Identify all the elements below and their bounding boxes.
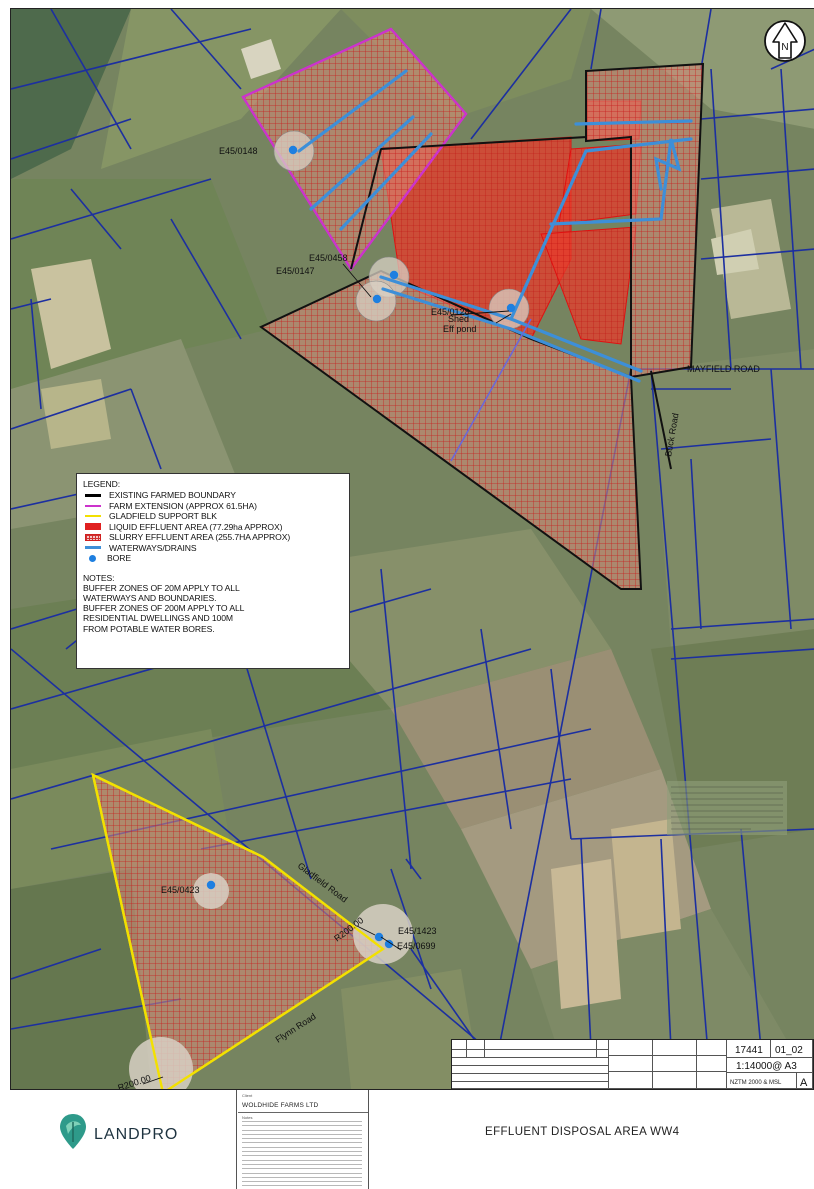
legend-item-gladfield-support: GLADFIELD SUPPORT BLK	[83, 511, 343, 522]
legend-item-bore: BORE	[83, 553, 343, 564]
legend-label: EXISTING FARMED BOUNDARY	[109, 490, 236, 500]
black-line-swatch	[85, 493, 101, 497]
notes-label: Notes	[242, 1115, 253, 1120]
road-label-mayfield: MAYFIELD ROAD	[687, 364, 760, 374]
north-arrow-icon: N	[762, 18, 808, 64]
revision: A	[800, 1077, 808, 1089]
landpro-logo-icon	[60, 1114, 86, 1149]
bore-label: E45/0458	[309, 253, 348, 263]
drawing-title: EFFLUENT DISPOSAL AREA WW4	[485, 1126, 680, 1138]
legend-item-existing-boundary: EXISTING FARMED BOUNDARY	[83, 490, 343, 501]
legend-label: SLURRY EFFLUENT AREA (255.7HA APPROX)	[109, 532, 291, 542]
legend: LEGEND: EXISTING FARMED BOUNDARY FARM EX…	[76, 473, 350, 669]
magenta-line-swatch	[85, 504, 101, 507]
job-number: 17441	[735, 1045, 763, 1056]
bore-label: E45/0128	[431, 307, 470, 317]
bore-dot-icon	[89, 554, 96, 562]
notes-fine-print	[242, 1121, 362, 1189]
legend-item-liquid-effluent: LIQUID EFFLUENT AREA (77.29ha APPROX)	[83, 522, 343, 533]
legend-notes: NOTES: BUFFER ZONES OF 20M APPLY TO ALL …	[83, 573, 343, 634]
notes-line: RESIDENTIAL DWELLINGS AND 100M	[83, 613, 233, 624]
bore-label: E45/0147	[276, 266, 315, 276]
logo-panel: LANDPRO	[10, 1090, 237, 1189]
footer: LANDPRO Client WOLDHIDE FARMS LTD Notes …	[10, 1089, 814, 1189]
client-label: Client	[242, 1093, 253, 1098]
legend-item-slurry-effluent: SLURRY EFFLUENT AREA (255.7HA APPROX)	[83, 532, 343, 543]
notes-line: BUFFER ZONES OF 20M APPLY TO ALL	[83, 582, 240, 593]
legend-item-waterways: WATERWAYS/DRAINS	[83, 543, 343, 554]
legend-title: LEGEND:	[83, 479, 121, 489]
client-name: WOLDHIDE FARMS LTD	[242, 1102, 319, 1109]
pond-label: Shed	[448, 314, 469, 324]
legend-label: GLADFIELD SUPPORT BLK	[109, 511, 217, 521]
divider	[238, 1112, 368, 1113]
company-name: LANDPRO	[94, 1126, 179, 1143]
map-fine-print	[667, 781, 787, 835]
legend-label: BORE	[107, 553, 131, 563]
bore-label: E45/0423	[161, 885, 200, 895]
notes-line: FROM POTABLE WATER BORES.	[83, 623, 215, 634]
legend-label: FARM EXTENSION (APPROX 61.5HA)	[109, 500, 257, 511]
scale: 1:14000@ A3	[736, 1061, 797, 1072]
bore-label: E45/0699	[397, 941, 436, 951]
water-line-swatch	[85, 546, 101, 550]
slurry-hatch-swatch	[85, 533, 101, 541]
gladfield-block	[91, 772, 413, 1089]
north-label: N	[781, 42, 788, 53]
yellow-line-swatch	[85, 515, 101, 518]
notes-line: NOTES:	[83, 572, 115, 583]
bore-label: E45/1423	[398, 926, 437, 936]
bore-points	[206, 145, 516, 949]
liquid-fill-swatch	[85, 523, 101, 531]
bore-label: E45/0148	[219, 146, 258, 156]
notes-line: BUFFER ZONES OF 200M APPLY TO ALL	[83, 603, 245, 614]
legend-item-farm-extension: FARM EXTENSION (APPROX 61.5HA)	[83, 501, 343, 512]
waterways	[297, 69, 693, 383]
pond-label: Eff pond	[443, 324, 476, 334]
leader-lines	[142, 263, 512, 1085]
drawing-number: 01_02	[775, 1045, 803, 1056]
datum: NZTM 2000 & MSL	[730, 1080, 782, 1086]
notes-line: WATERWAYS AND BOUNDARIES.	[83, 592, 217, 603]
drain-line	[450, 318, 532, 462]
title-block: 17441 01_02 1:14000@ A3 NZTM 2000 & MSL …	[451, 1039, 814, 1089]
legend-label: LIQUID EFFLUENT AREA (77.29ha APPROX)	[109, 521, 283, 532]
legend-label: WATERWAYS/DRAINS	[109, 542, 197, 553]
client-panel: Client WOLDHIDE FARMS LTD Notes	[238, 1090, 369, 1189]
